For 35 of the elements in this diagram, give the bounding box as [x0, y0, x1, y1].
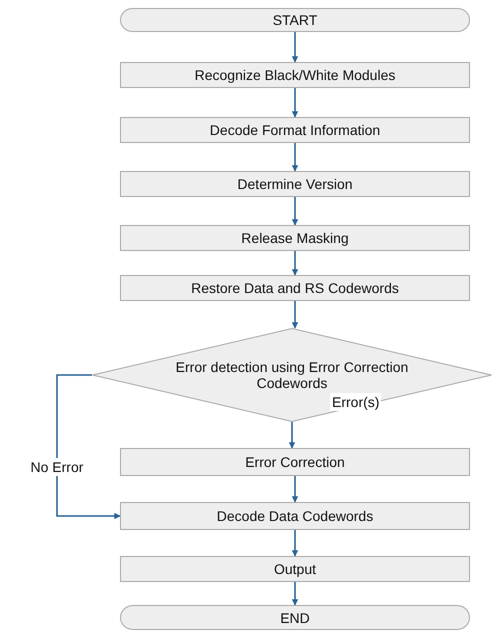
arrow	[292, 301, 298, 329]
arrow	[292, 197, 298, 226]
process-box	[120, 62, 470, 88]
terminal-pill	[120, 605, 470, 630]
decision-diamond	[92, 328, 492, 422]
node-label: START	[272, 12, 318, 28]
arrow	[292, 251, 298, 276]
process-box	[120, 171, 470, 197]
process-box	[120, 448, 470, 476]
arrow	[292, 582, 298, 606]
arrow	[292, 530, 298, 557]
edge-label: Error(s)	[330, 393, 382, 411]
process-box	[120, 225, 470, 251]
arrow	[292, 476, 298, 503]
arrow	[56, 374, 121, 520]
node-label: Recognize Black/White Modules	[194, 67, 396, 83]
process-box	[120, 275, 470, 301]
node-label: Restore Data and RS Codewords	[191, 280, 399, 296]
terminal-pill	[120, 8, 470, 32]
node-label: Release Masking	[241, 230, 349, 246]
process-box	[120, 502, 470, 530]
process-box	[120, 556, 470, 582]
edge-label: No Error	[28, 458, 86, 476]
arrow	[292, 88, 298, 118]
arrow	[292, 143, 298, 172]
process-box	[120, 117, 470, 143]
node-label: Error detection using Error Correction Codewords	[174, 359, 410, 391]
arrow	[288, 422, 296, 449]
arrow	[292, 32, 298, 63]
node-label: Decode Data Codewords	[216, 508, 374, 524]
node-label: Determine Version	[237, 176, 353, 192]
node-label: Output	[274, 561, 316, 577]
node-label: Decode Format Information	[210, 122, 380, 138]
node-label: END	[280, 610, 310, 626]
node-label: Error Correction	[245, 454, 345, 470]
